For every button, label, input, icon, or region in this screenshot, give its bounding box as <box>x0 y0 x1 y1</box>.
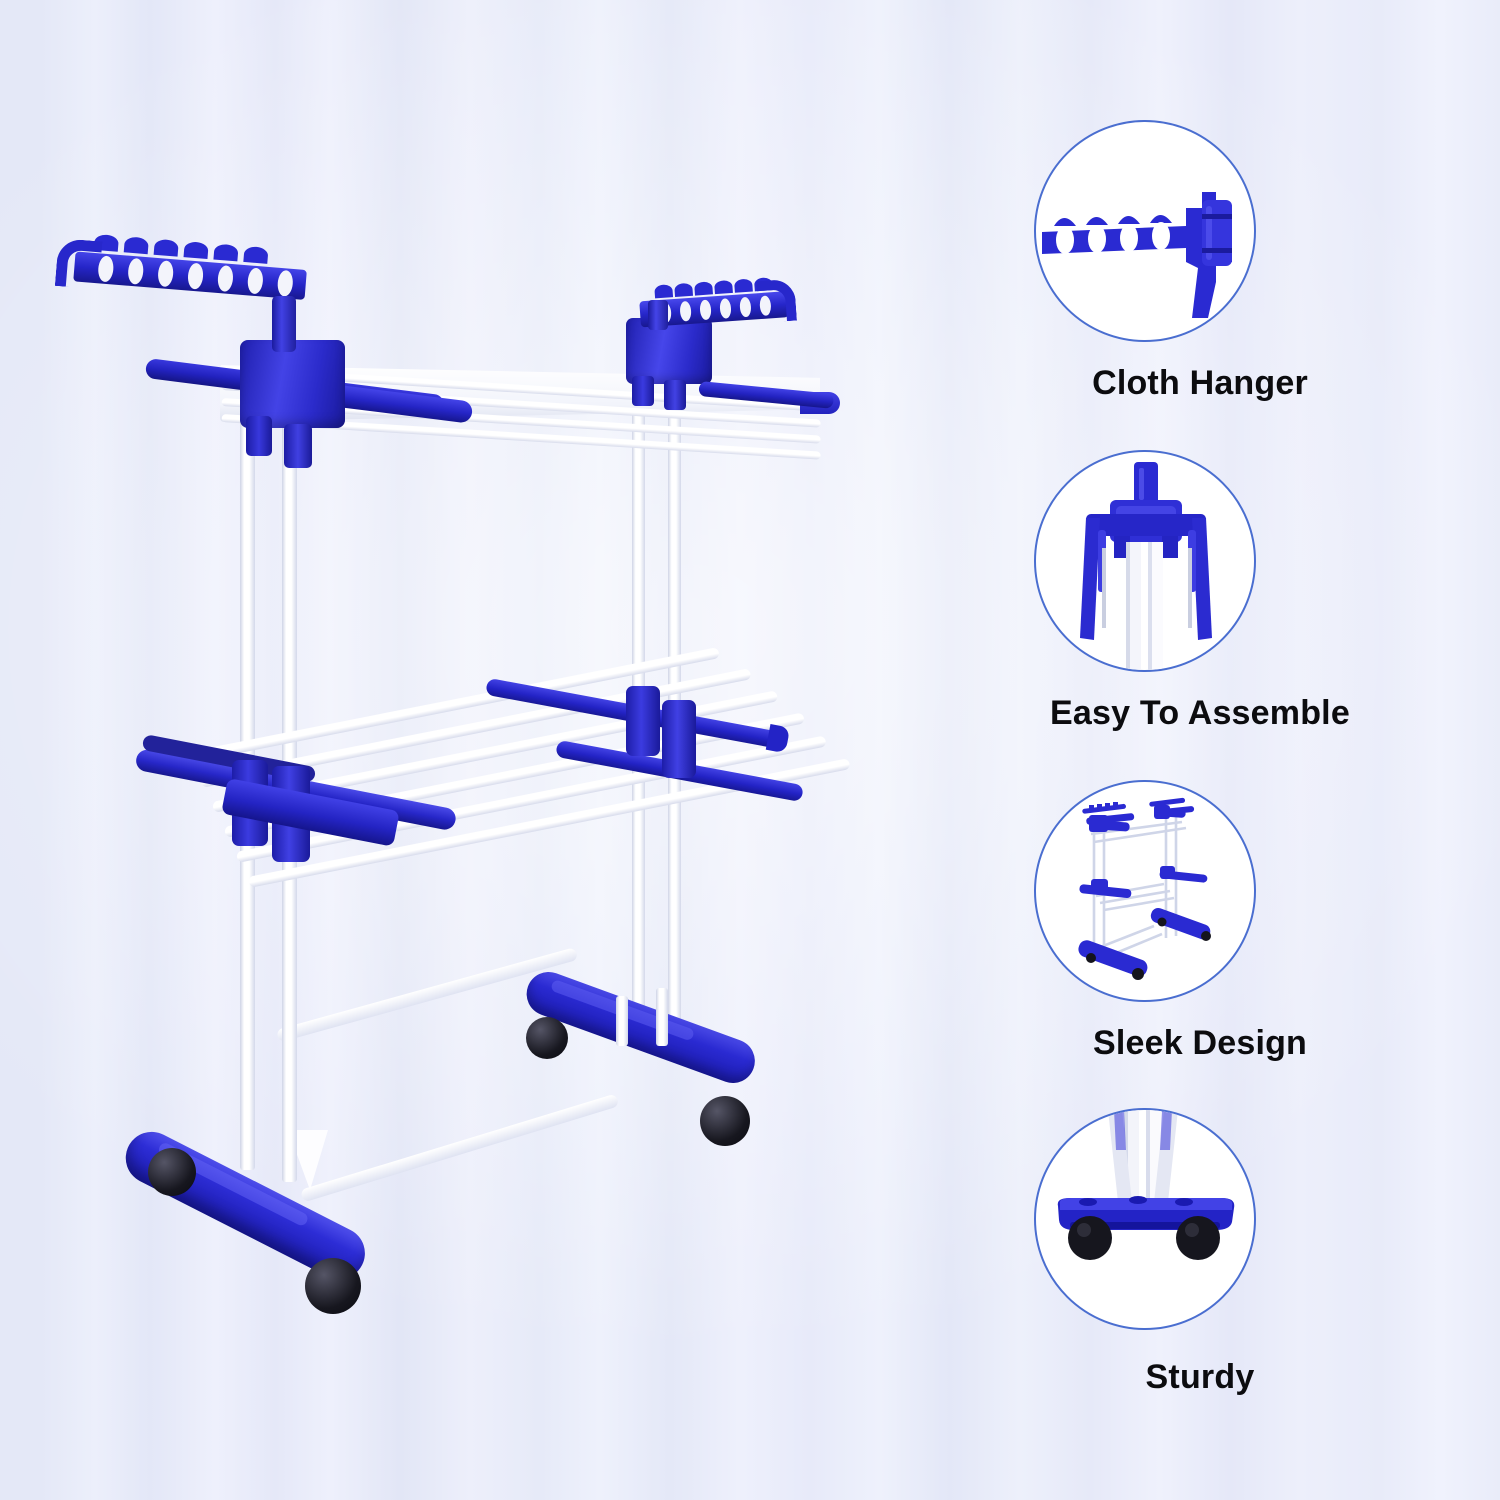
feature-icon-circle-sleek-design <box>1034 780 1256 1002</box>
hanger-hook-right <box>756 278 797 324</box>
feature-icon-circle-sturdy <box>1034 1108 1256 1330</box>
wheeled-base-icon <box>1057 1110 1235 1260</box>
full-rack-icon <box>1078 797 1211 980</box>
middle-joint-right-a <box>626 686 660 756</box>
wheel-rear-left <box>526 1017 568 1059</box>
hanger-comb-icon <box>1042 192 1232 318</box>
feature-label-easy-to-assemble: Easy To Assemble <box>1050 694 1350 732</box>
feature-label-cloth-hanger: Cloth Hanger <box>1092 364 1308 402</box>
drying-rack-illustration <box>54 233 851 1314</box>
hanger-mount-tube-left <box>272 296 296 352</box>
middle-joint-right-b <box>662 700 696 778</box>
feature-sleek-design[interactable]: Sleek Design <box>980 762 1500 1092</box>
feature-sturdy[interactable]: Sturdy <box>980 1090 1500 1430</box>
top-joint-left-collar-2 <box>284 424 312 468</box>
cloth-hanger-left <box>54 233 308 304</box>
feature-easy-to-assemble[interactable]: Easy To Assemble <box>980 432 1500 762</box>
feature-icon-circle-cloth-hanger <box>1034 120 1256 342</box>
wheel-front-left <box>148 1148 196 1196</box>
feature-label-sleek-design: Sleek Design <box>1092 1024 1308 1062</box>
wheel-rear-right <box>700 1096 750 1146</box>
rear-right-pole-lower-2 <box>656 988 668 1046</box>
hanger-hook-left <box>54 238 103 290</box>
feature-label-sturdy: Sturdy <box>1145 1358 1255 1396</box>
rear-right-pole-lower-1 <box>616 996 628 1046</box>
top-joint-left-collar <box>246 416 272 456</box>
joint-clamp-icon <box>1080 462 1212 670</box>
product-image <box>54 233 851 1314</box>
top-joint-right-collar <box>632 376 654 406</box>
top-joint-right-block <box>626 318 712 384</box>
wheel-front-right <box>305 1258 361 1314</box>
hanger-mount-tube-right <box>648 300 668 330</box>
feature-cloth-hanger[interactable]: Cloth Hanger <box>980 102 1500 432</box>
top-joint-left-block <box>240 340 345 428</box>
feature-icon-circle-easy-to-assemble <box>1034 450 1256 672</box>
top-joint-right-collar-2 <box>664 380 686 410</box>
feature-list: Cloth Hanger <box>980 0 1500 1500</box>
